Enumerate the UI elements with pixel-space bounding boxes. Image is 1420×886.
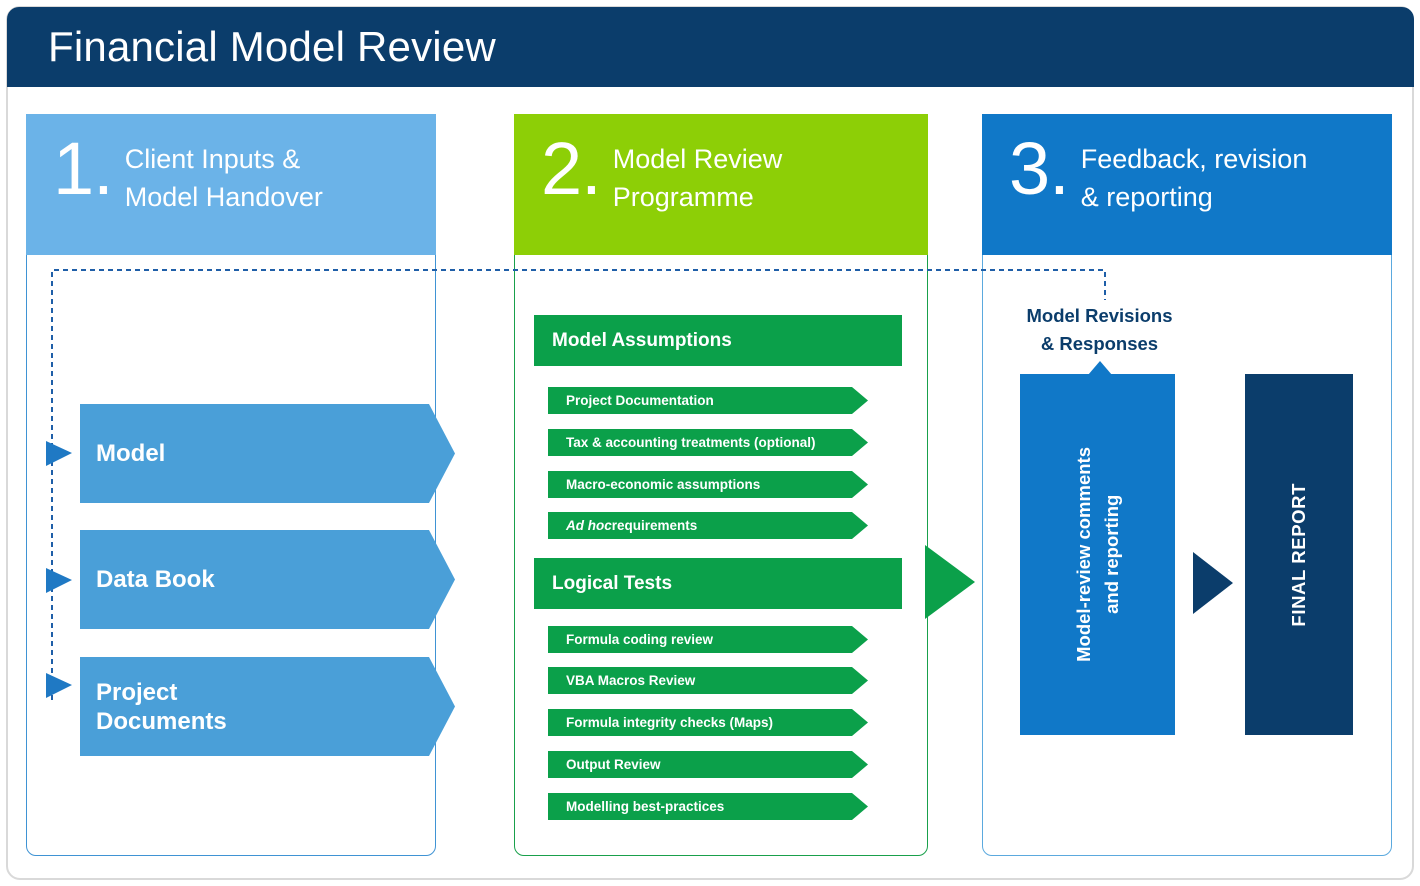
stage-2-header: 2. Model Review Programme: [514, 114, 928, 255]
page-title: Financial Model Review: [48, 23, 496, 70]
group-heading-logical-tests-label: Logical Tests: [552, 572, 673, 594]
input-chevron-model[interactable]: Model: [80, 404, 455, 503]
input-chevron-project-documents[interactable]: Project Documents: [80, 657, 455, 756]
task-modelling-best-practices[interactable]: Modelling best-practices: [548, 793, 868, 820]
stage-2-label: Model Review Programme: [612, 144, 783, 212]
input-chevron-project-documents-label: Project Documents: [96, 678, 227, 735]
input-chevron-data-book-label: Data Book: [96, 566, 215, 593]
stage-1-number: 1.: [53, 127, 114, 210]
model-review-comments-box[interactable]: Model-review comments and reporting: [1020, 374, 1175, 735]
task-formula-integrity-checks-label: Formula integrity checks (Maps): [566, 715, 774, 730]
final-report-box[interactable]: FINAL REPORT: [1245, 374, 1353, 735]
task-macro-economic-assumptions[interactable]: Macro-economic assumptions: [548, 471, 868, 498]
task-ad-hoc-requirements-label: requirements: [611, 518, 698, 533]
stage-3-header: 3. Feedback, revision & reporting: [982, 114, 1392, 255]
final-report-label: FINAL REPORT: [1288, 482, 1309, 627]
task-project-documentation[interactable]: Project Documentation: [548, 387, 868, 414]
task-tax-accounting-treatments-label: Tax & accounting treatments (optional): [566, 435, 816, 450]
group-heading-model-assumptions: Model Assumptions: [534, 315, 902, 366]
stage-3-label: Feedback, revision & reporting: [1080, 144, 1308, 212]
input-chevron-data-book[interactable]: Data Book: [80, 530, 455, 629]
title-bar: Financial Model Review: [7, 7, 1414, 87]
group-heading-model-assumptions-label: Model Assumptions: [552, 329, 732, 351]
task-vba-macros-review[interactable]: VBA Macros Review: [548, 667, 868, 694]
stage-1-header: 1. Client Inputs & Model Handover: [26, 114, 436, 255]
stage-2-number: 2.: [541, 127, 602, 210]
group-heading-logical-tests: Logical Tests: [534, 558, 902, 609]
task-ad-hoc-requirements[interactable]: Ad hoc requirements: [548, 512, 868, 539]
task-project-documentation-label: Project Documentation: [566, 393, 714, 408]
task-output-review-label: Output Review: [566, 757, 661, 772]
task-ad-hoc-requirements-italic: Ad hoc: [566, 518, 612, 533]
task-modelling-best-practices-label: Modelling best-practices: [566, 799, 725, 814]
model-review-comments-label: Model-review comments and reporting: [1072, 447, 1122, 662]
task-output-review[interactable]: Output Review: [548, 751, 868, 778]
input-chevron-model-label: Model: [96, 440, 166, 467]
stage-3-number: 3.: [1009, 127, 1070, 210]
task-formula-integrity-checks[interactable]: Formula integrity checks (Maps): [548, 709, 868, 736]
task-vba-macros-review-label: VBA Macros Review: [566, 673, 696, 688]
task-formula-coding-review[interactable]: Formula coding review: [548, 626, 868, 653]
stage-1-label: Client Inputs & Model Handover: [124, 144, 323, 212]
task-tax-accounting-treatments[interactable]: Tax & accounting treatments (optional): [548, 429, 868, 456]
task-macro-economic-assumptions-label: Macro-economic assumptions: [566, 477, 761, 492]
task-formula-coding-review-label: Formula coding review: [566, 632, 714, 647]
model-revisions-label: Model Revisions & Responses: [1026, 305, 1173, 354]
